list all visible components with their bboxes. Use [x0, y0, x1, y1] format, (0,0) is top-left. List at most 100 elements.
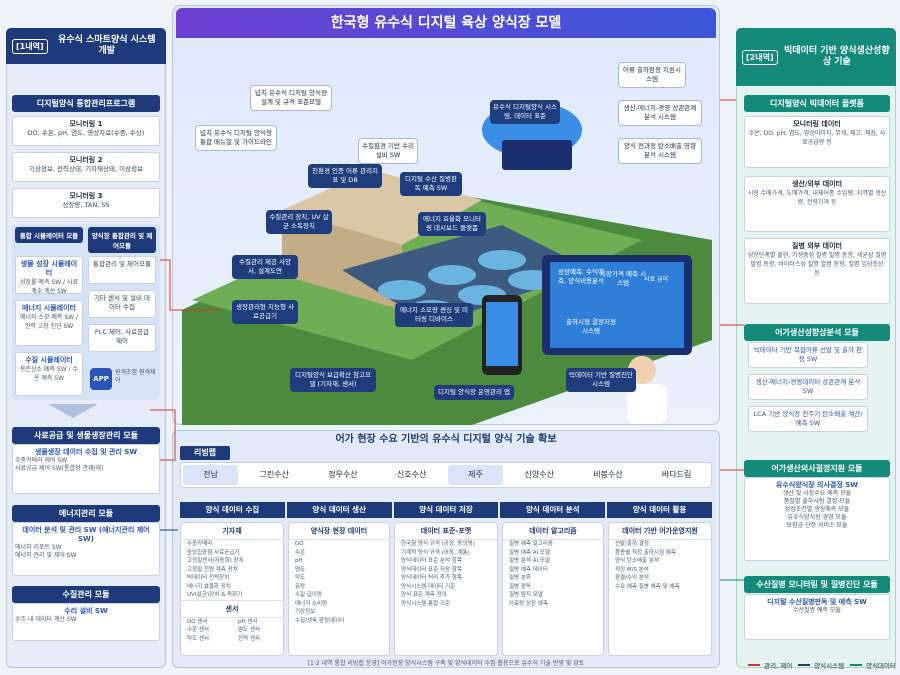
monitor-2-desc: 기상정보, 전력상태, 기자재상태, 이상정보 [28, 165, 144, 173]
legend-navy-label: 양식시스템 [814, 662, 845, 670]
right-tag: [2내역] [742, 49, 778, 65]
region-row: 전남 그린수산 정우수산 신호수산 제주 신양수산 비봉수산 바다드림 [180, 462, 712, 488]
sim-energy-name: 에너지 시뮬레이터 [22, 304, 76, 312]
feed-box: 생물생장 데이터 수집 및 관리 SW 수중카메라 제어 SW 사료공급 제어 … [12, 444, 160, 494]
col2-item: pH [295, 558, 303, 564]
rblock-2-desc: 시장 수매가격, 도매가격, 대체어종 수입량, 지역별 생산량, 전력가격 등 [747, 190, 887, 206]
monitor-display [550, 262, 684, 348]
water-box: 수리 설비 SW 수조 내 데이터 계산 SW [12, 603, 160, 641]
stage-1: 양식 데이터 수집 [180, 502, 285, 518]
col4-item: 사료량 성장 예측 [509, 600, 548, 607]
program-bar: 디지털양식 통합관리프로그램 [12, 95, 160, 112]
col1-sensor-head: 센서 [181, 599, 283, 618]
rblock-1-desc: 수온, DO, pH, 염도, 영상이미지, 무게, 체고, 체장, 사료공급량… [748, 130, 886, 146]
callout-9: 생장관리형 지능형 사료공급기 [232, 300, 298, 324]
mod2-head: 어가생산의사결정지원 모듈 [744, 460, 890, 477]
legend-item-red: 관리, 제어 [748, 660, 792, 670]
legend-item-navy: 양식시스템 [798, 660, 844, 670]
col2-item: 에너지 소비량 [295, 600, 328, 607]
mod2-item-3: 성장조건별 생장예측 모듈 [784, 506, 850, 513]
col-equipment: 기자재 수중카메라 중앙집중형 사료공급기 고정밀센서(자동화) 장치 고정밀 … [180, 522, 284, 656]
col4-item: 질병 예측 데이터 [509, 566, 548, 573]
col1-item: 빅데이터 전력장치 [187, 575, 230, 581]
sim-energy-desc: 에너지 소모 예측 SW / 전력 고장 진단 SW [19, 314, 79, 330]
mod3-item-1: 수산질병 예측 모듈 [793, 607, 841, 614]
col-standard: 데이터 표준-포맷 한국형 양식 규격 (공정, 동의명) 기계적 양식 규격 … [394, 522, 498, 656]
callout-2: 넙치 유수식 디지털 양식장 통합 매뉴얼 및 가이드라인 [195, 125, 277, 151]
ctl-3: PLC 제어, 사료공급 제어 [88, 324, 156, 352]
col-algorithm: 데이터 알고리즘 질병 예측 알고리즘 질병 예측 AI 모델 질병 분석 AI… [502, 522, 604, 656]
phone-screen [486, 302, 518, 366]
app-desc: 원격조정 원격제어 [115, 369, 156, 384]
bottom-footer: [1·2 내역 통합 리빙랩 운영] 어가현장 양식시스템 구축 및 양식데이터… [307, 660, 585, 667]
col4-item: 질병 분류 [509, 575, 531, 581]
monitor-2-name: 모니터링 2 [69, 156, 103, 164]
region-b1: 신양수산 [524, 470, 554, 479]
mod3-box: 디지털 수산질병판독 및 예측 SW 수산질병 예측 모듈 [744, 594, 890, 640]
mod3-sub: 디지털 수산질병판독 및 예측 SW [767, 598, 867, 606]
energy-sub: 데이터 분석 및 관리 SW (에너지관리 제어 SW) [22, 526, 150, 543]
left-header: [1내역] 유수식 스마트양식 시스템 개발 [6, 28, 166, 64]
callout-11: 디지털양식 보급확산 참고모델 (기자재, 센서) [290, 368, 376, 392]
col1-item: 고정밀센서(자동화) 장치 [187, 558, 244, 564]
col1-item: UV(살균)장치 & 독화기 [187, 592, 243, 598]
callout-20: 빅데이터 기반 질병진단 시스템 [566, 368, 636, 392]
person-body [627, 384, 667, 424]
col3-item: 양식데이터 처리 추가 항목 [401, 575, 462, 581]
feed-item-2: 사료공급 제어 SW(통합형 관제/제) [15, 465, 104, 472]
monitor-1-name: 모니터링 1 [69, 120, 103, 128]
callout-12: 디지털 양식장 운영관리 앱 [434, 385, 514, 400]
mod2-item-2: 품질별 출하시점 결정 모듈 [783, 498, 851, 505]
mod2-item-5: 보험금 산정 서비스 모듈 [786, 522, 848, 529]
col1-item: 수중카메라 [187, 541, 213, 547]
legend: 관리, 제어 양식시스템 양식데이터 [730, 660, 896, 670]
stage-row: 양식 데이터 수집 양식 데이터 생산 양식 데이터 저장 양식 데이터 분석 … [180, 502, 712, 518]
col2-item: 염도 [295, 566, 306, 573]
callout-1: 넙치 유수식 디지털 양식장 설계 및 규격 표준모델 [250, 85, 332, 111]
col5-item: 선발/출하 결정 [615, 541, 649, 547]
callout-4: 친환경 인증 어류 관리지표 및 DB [308, 164, 382, 188]
col1-item: 중앙집중형 사료공급기 [187, 549, 240, 556]
col3-item: 양식데이터 표준 분석 항목 [401, 558, 462, 564]
col1-item: 고정밀 전원 계측 장치 [187, 566, 238, 573]
monitor-1-desc: DO, 수온, pH, 염도, 영상자료(수중, 수상) [27, 129, 145, 137]
callout-15: 생산-에너지-경영 상관관계 분석 시스템 [618, 100, 702, 126]
col4-item: 질병 예측 알고리즘 [509, 541, 553, 547]
col2-item: 유량 [295, 583, 306, 590]
ctl-1: 통합관리 및 제어모듈 [88, 256, 156, 284]
water-sub: 수리 설비 SW [64, 607, 108, 615]
rblock-3-name: 질병 외부 데이터 [792, 242, 842, 250]
col3-item: 기계적 양식 규격 (어장, 계통) [401, 549, 470, 556]
col5-item: 품종별 적정 출하시점 예측 [615, 549, 676, 556]
sim-water-desc: 용존산소 예측 SW / 수온 예측 SW [19, 366, 79, 382]
col2-item: 수온 [295, 549, 306, 556]
water-item-1: 수조 내 데이터 계산 SW [15, 616, 77, 623]
left-tag: [1내역] [12, 38, 48, 54]
living-lab-tag: 리빙랩 [180, 446, 230, 460]
mod2-sub: 유수식양식장 의사결정 SW [775, 481, 859, 489]
col5-item: 판결/수익 분석 [615, 575, 649, 581]
app-icon: APP [90, 368, 112, 390]
mod1-item-1: 빅데이터 기반 복합어류 선발 및 출하 판정 SW [748, 342, 868, 368]
feed-item-1: 수중카메라 제어 SW [15, 457, 68, 464]
water-head: 수질관리 모듈 [12, 586, 160, 603]
col-support: 데이터 기반 어가운영지원 선발/출하 결정 품종별 적정 출하시점 예측 양식… [608, 522, 712, 656]
right-title: 빅데이터 기반 양식생산성향상 기술 [783, 46, 890, 67]
region-a3: 신호수산 [396, 470, 427, 479]
tank-2 [428, 265, 476, 285]
rblock-3-desc: 성장단계별 출현, 기생충성 질병 발병 동향, 세균성 질병 발병 동향, 바… [747, 252, 887, 277]
feed-sub: 생물생장 데이터 수집 및 관리 SW [34, 448, 138, 456]
col2-item: DO [295, 541, 304, 547]
mod1-head: 어가생산성향상분석 모듈 [744, 324, 890, 341]
sensor-grid: DO 센서 pH 센서 수온 센서 염도 센서 탁도 센서 전력 센서 [181, 618, 283, 644]
col4-item: 질병 판독 [509, 583, 531, 590]
left-title: 유수식 스마트양식 시스템 개발 [58, 35, 156, 56]
callout-5: 디지털 수산 질병판독 예측 SW [400, 172, 462, 196]
